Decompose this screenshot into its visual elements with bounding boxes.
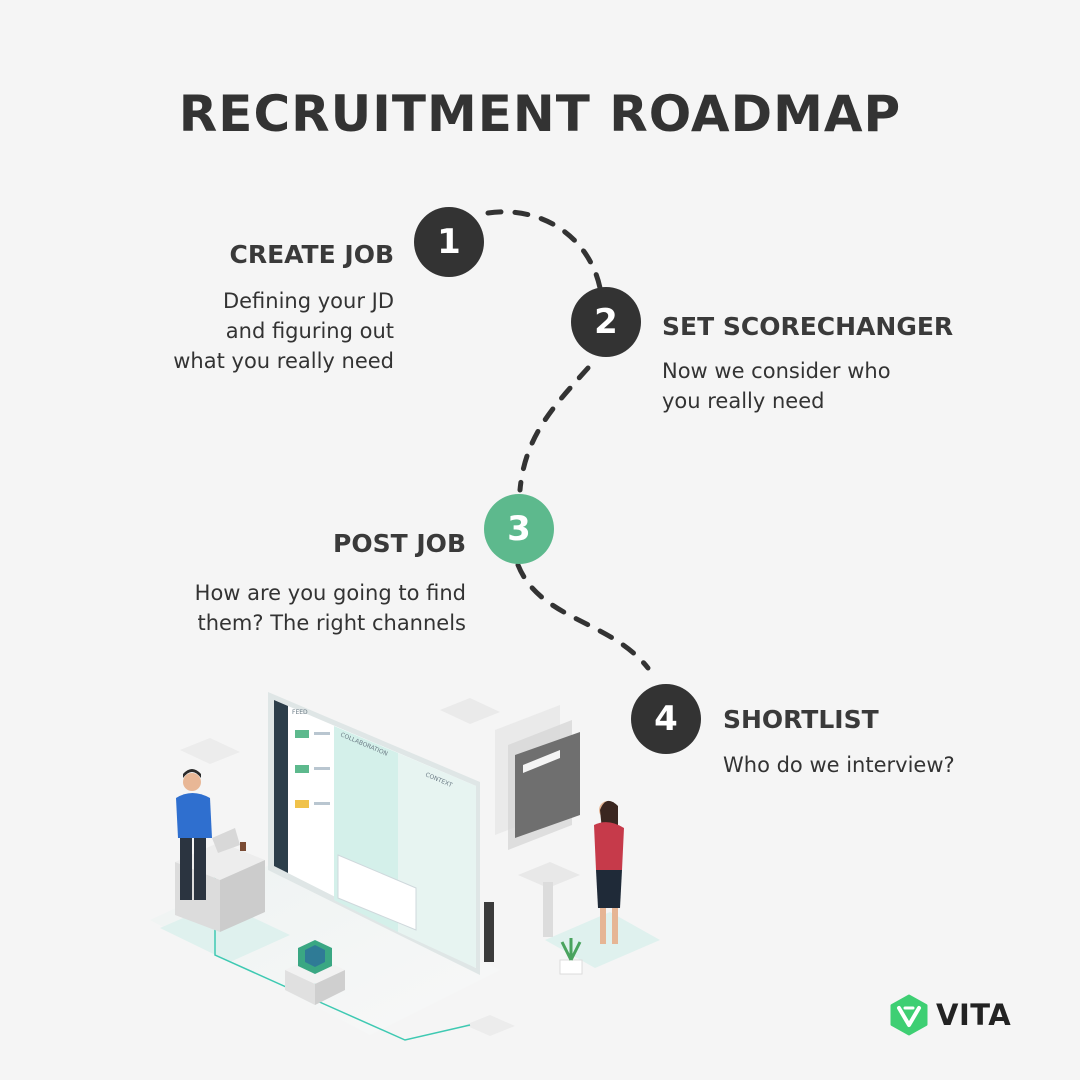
feed-card-marker	[295, 765, 309, 773]
step-1-description-line: what you really need	[173, 349, 394, 373]
feed-card-marker	[295, 730, 309, 738]
kiosk-stand-top	[518, 862, 580, 888]
step-3-number-badge: 3	[484, 494, 554, 564]
standing-desk-side	[220, 860, 265, 932]
step-3-description-line: How are you going to find	[194, 581, 466, 605]
kiosk-display	[515, 732, 580, 838]
woman-top	[594, 822, 624, 870]
kiosk-message	[523, 750, 560, 773]
laptop	[212, 828, 240, 853]
feed-card-line	[314, 802, 330, 805]
step-2-description-line: you really need	[662, 389, 825, 413]
feed-card-line	[314, 767, 330, 770]
app-hologram-core	[305, 945, 325, 967]
coffee-cup	[240, 842, 246, 851]
step-1-description: Defining your JD and figuring out what y…	[173, 286, 394, 376]
woman-leg	[600, 908, 606, 944]
page-title: RECRUITMENT ROADMAP	[178, 85, 902, 143]
step-1-description-line: Defining your JD	[222, 289, 394, 313]
plant-leaves	[560, 938, 582, 961]
vita-logo-icon	[890, 994, 928, 1036]
man-leg	[180, 838, 192, 900]
screen-sidebar	[274, 700, 288, 873]
step-2-number-badge: 2	[571, 287, 641, 357]
kiosk-stand-pole	[543, 882, 553, 937]
man-hair	[183, 769, 201, 778]
man-shirt	[176, 793, 212, 838]
recruitment-workspace-illustration: FEED COLLABORATION CONTEXT	[150, 692, 660, 1041]
feed-card-line	[314, 732, 330, 735]
chat-box	[337, 854, 417, 931]
step-1-description-line: and figuring out	[225, 319, 394, 343]
feed-card-marker	[295, 800, 309, 808]
device-side	[285, 970, 315, 1005]
step-4-description: Who do we interview?	[723, 750, 955, 780]
man-head	[183, 773, 201, 791]
brand-name: VITA	[936, 998, 1012, 1032]
plant-pot	[559, 959, 583, 975]
step-1-title: CREATE JOB	[229, 240, 394, 269]
step-3-description-line: them? The right channels	[197, 611, 466, 635]
brand-logo: VITA	[888, 994, 1011, 1036]
floating-tile	[465, 1015, 515, 1036]
floating-tile	[180, 738, 240, 764]
woman-skirt	[596, 870, 622, 908]
step-4-description-line: Who do we interview?	[723, 753, 955, 777]
step-3-title: POST JOB	[333, 529, 466, 558]
step-4-number-badge: 4	[631, 684, 701, 754]
step-2-description-line: Now we consider who	[662, 359, 891, 383]
step-4-title: SHORTLIST	[723, 705, 879, 734]
context-column	[398, 753, 476, 968]
step-3-description: How are you going to find them? The righ…	[195, 578, 466, 638]
floating-tile	[440, 698, 500, 724]
step-2-title: SET SCORECHANGER	[662, 312, 954, 341]
step-2-description: Now we consider who you really need	[662, 356, 891, 416]
device-side	[315, 970, 345, 1005]
step-1-number-badge: 1	[414, 207, 484, 277]
screen-header-feed: FEED	[292, 709, 308, 716]
man-leg	[194, 838, 206, 900]
speaker	[484, 902, 494, 962]
woman-leg	[612, 908, 618, 944]
